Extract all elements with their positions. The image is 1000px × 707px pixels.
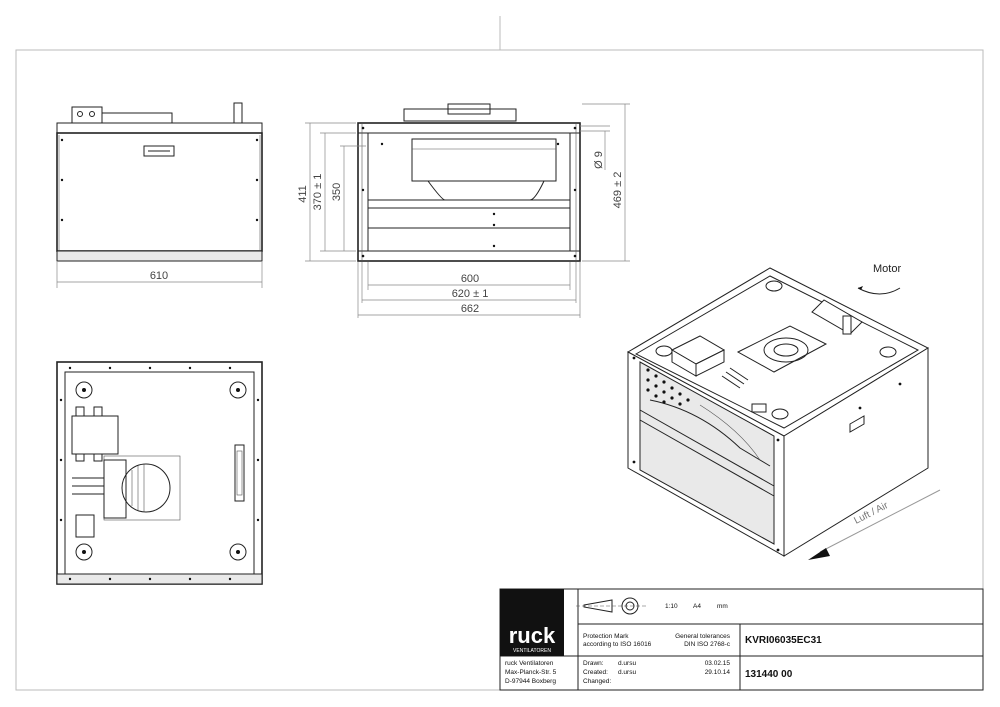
- dim-height-flange: 370 ± 1: [312, 174, 324, 211]
- side-view: 411 370 ± 1 350 Ø 9 469 ± 2 600 620 ± 1 …: [297, 103, 630, 318]
- logo-subtext: VENTILATOREN: [513, 648, 551, 654]
- address-line1: ruck Ventilatoren: [505, 660, 554, 667]
- dim-side-inner: 600: [461, 273, 479, 285]
- tolerance-line2: DIN ISO 2768-c: [684, 641, 731, 648]
- ruck-logo: [500, 589, 564, 656]
- created-by: d.ursu: [618, 669, 636, 676]
- title-block: ruck VENTILATOREN 1:10 A4 mm Protection …: [499, 588, 984, 691]
- motor-label: Motor: [873, 263, 901, 275]
- address-line3: D-97944 Boxberg: [505, 678, 556, 685]
- tolerance-line1: General tolerances: [675, 633, 731, 640]
- drawn-by: d.ursu: [618, 660, 636, 667]
- dim-height-overall: 469 ± 2: [612, 172, 624, 209]
- dim-side-outer: 662: [461, 303, 479, 315]
- front-view: 610: [56, 102, 263, 288]
- drawing-number: 131440 00: [745, 669, 793, 680]
- unit-text: mm: [717, 603, 728, 610]
- created-label: Created:: [583, 669, 608, 676]
- created-date: 29.10.14: [705, 669, 731, 676]
- paper-text: A4: [693, 603, 701, 610]
- drawn-label: Drawn:: [583, 660, 604, 667]
- changed-label: Changed:: [583, 678, 611, 685]
- dim-hole: Ø 9: [593, 151, 605, 169]
- dim-front-width: 610: [150, 270, 168, 282]
- protection-line2: according to ISO 16016: [583, 641, 652, 648]
- rotation-arrow: [857, 287, 901, 295]
- isometric-view: Motor: [626, 263, 941, 560]
- protection-line1: Protection Mark: [583, 633, 629, 640]
- projection-symbol: [576, 597, 648, 615]
- scale-text: 1:10: [665, 603, 678, 610]
- address-line2: Max-Planck-Str. 5: [505, 669, 557, 676]
- logo-text: ruck: [509, 623, 556, 648]
- product-code: KVRI06035EC31: [745, 635, 822, 646]
- drawn-date: 03.02.15: [705, 660, 731, 667]
- dim-height-total: 411: [297, 185, 309, 203]
- dim-height-inner: 350: [331, 183, 343, 201]
- top-view: [56, 361, 263, 585]
- dim-side-mid: 620 ± 1: [452, 288, 489, 300]
